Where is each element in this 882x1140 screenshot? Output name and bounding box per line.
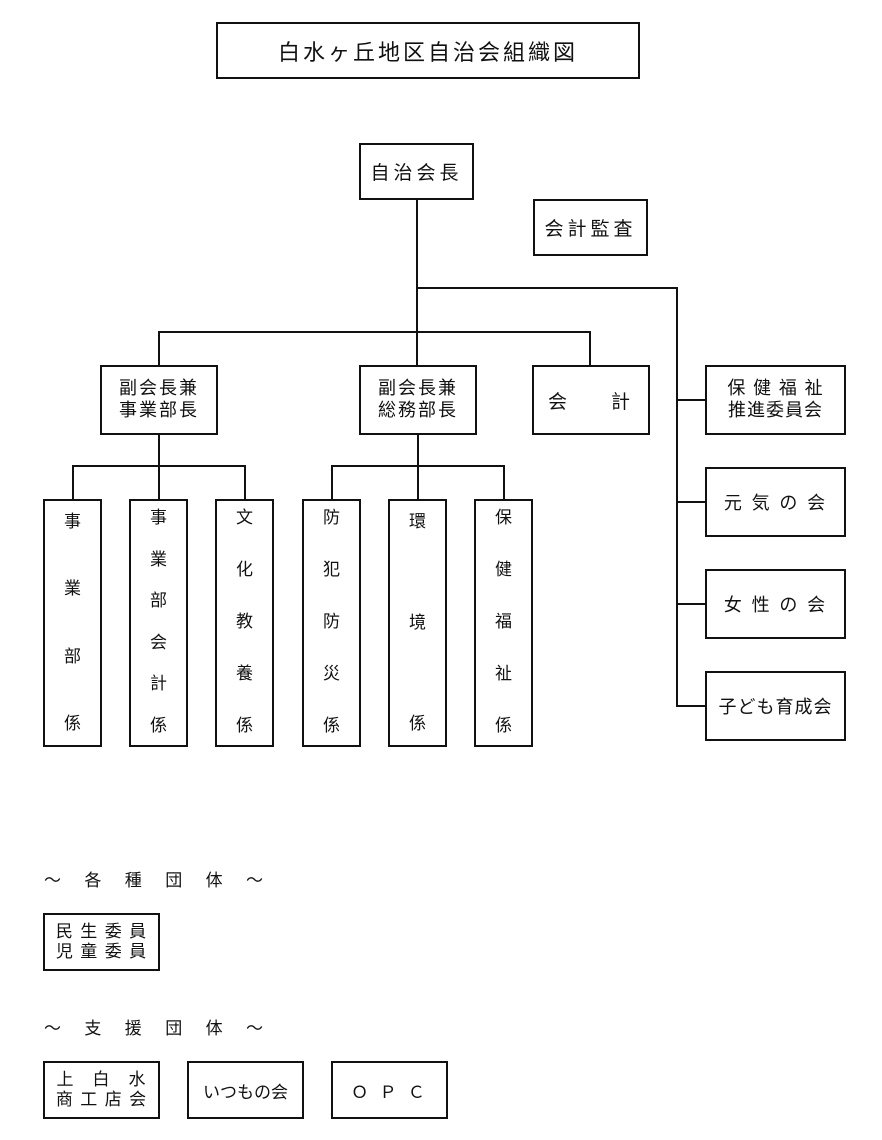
connector-committee-spine (676, 287, 678, 707)
section-business-char: 業 (64, 579, 81, 600)
section-environment-char: 境 (409, 613, 426, 633)
section-environment: 環 境 係 (388, 499, 447, 747)
section-health-welfare-char: 福 (495, 612, 512, 632)
section-crime-disaster-char: 災 (323, 664, 340, 684)
opc-label: Ｏ Ｐ Ｃ (351, 1082, 428, 1103)
section-culture-char: 教 (236, 612, 253, 632)
support-groups-heading: ～ 支 援 団 体 ～ (44, 1019, 273, 1039)
committee-children-label: 子ども育成会 (718, 697, 833, 718)
treasurer-char-2: 計 (610, 390, 634, 413)
vice-general-box: 副会長兼 総務部長 (359, 365, 477, 435)
itsumo-box: いつもの会 (187, 1061, 304, 1119)
connector-general-2 (417, 465, 419, 500)
connector-business-2 (158, 465, 160, 500)
section-crime-disaster-char: 防 (323, 612, 340, 632)
section-health-welfare-char: 健 (495, 560, 512, 580)
committee-welfare-box: 保 健 福 祉 推進委員会 (705, 365, 846, 435)
connector-business-down (158, 435, 160, 466)
connector-vice-bar (158, 331, 591, 333)
section-health-welfare-char: 保 (495, 508, 512, 528)
connector-business-3 (244, 465, 246, 500)
various-groups-heading: ～ 各 種 団 体 ～ (44, 871, 273, 891)
section-business-char: 係 (64, 713, 81, 734)
section-culture-char: 化 (236, 560, 253, 580)
connector-general-1 (331, 465, 333, 500)
committee-welfare-line-2: 推進委員会 (728, 400, 823, 421)
connector-committee-genki (676, 501, 706, 503)
committee-children-box: 子ども育成会 (705, 671, 846, 741)
treasurer-box: 会 計 (532, 365, 650, 435)
connector-general-down (417, 435, 419, 466)
connector-committee-branch-h (416, 287, 677, 289)
connector-committee-women (676, 603, 706, 605)
section-culture-char: 係 (236, 716, 253, 736)
kamishiro-line-1: 上 白 水 (56, 1070, 147, 1090)
section-business-accounting-char: 部 (150, 591, 167, 612)
committee-welfare-line-1: 保 健 福 祉 (727, 378, 824, 399)
committee-women-box: 女 性 の 会 (705, 569, 846, 639)
minsei-line-2: 児 童 委 員 (55, 942, 148, 962)
section-crime-disaster-char: 係 (323, 716, 340, 736)
section-business-accounting-char: 業 (150, 549, 167, 570)
auditor-label: 会計監査 (544, 218, 637, 240)
section-business-char: 部 (64, 646, 81, 667)
vice-business-box: 副会長兼 事業部長 (100, 365, 218, 435)
kamishiro-box: 上 白 水 商 工 店 会 (43, 1061, 160, 1119)
treasurer-char-1: 会 (548, 390, 572, 413)
committee-genki-box: 元 気 の 会 (705, 467, 846, 537)
section-business-accounting: 事 業 部 会 計 係 (129, 499, 188, 747)
section-business: 事 業 部 係 (43, 499, 102, 747)
vice-general-line-1: 副会長兼 (378, 378, 458, 399)
section-crime-disaster-char: 犯 (323, 560, 340, 580)
section-health-welfare: 保 健 福 祉 係 (474, 499, 533, 747)
committee-genki-label: 元 気 の 会 (723, 493, 828, 514)
minsei-line-1: 民 生 委 員 (55, 922, 148, 942)
section-business-char: 事 (64, 512, 81, 532)
minsei-box: 民 生 委 員 児 童 委 員 (43, 913, 160, 971)
section-environment-char: 環 (409, 512, 426, 532)
section-health-welfare-char: 係 (495, 716, 512, 736)
opc-box: Ｏ Ｐ Ｃ (331, 1061, 448, 1119)
vice-business-line-2: 事業部長 (119, 400, 199, 421)
president-box: 自治会長 (359, 143, 474, 200)
connector-treasurer (589, 331, 591, 366)
section-business-accounting-char: 会 (150, 632, 167, 653)
vice-general-line-2: 総務部長 (378, 400, 458, 421)
chart-title-box: 白水ヶ丘地区自治会組織図 (216, 22, 640, 79)
section-environment-char: 係 (409, 714, 426, 734)
connector-general-3 (503, 465, 505, 500)
connector-president-trunk (416, 200, 418, 365)
section-health-welfare-char: 祉 (495, 664, 512, 684)
connector-committee-welfare (676, 399, 706, 401)
connector-vice-business (158, 331, 160, 366)
kamishiro-line-2: 商 工 店 会 (55, 1090, 148, 1110)
vice-business-line-1: 副会長兼 (119, 378, 199, 399)
connector-business-1 (72, 465, 74, 500)
section-culture-char: 文 (236, 508, 253, 528)
connector-committee-children (676, 705, 706, 707)
chart-title: 白水ヶ丘地区自治会組織図 (277, 40, 578, 66)
section-culture: 文 化 教 養 係 (215, 499, 274, 747)
section-business-accounting-char: 係 (150, 715, 167, 736)
section-crime-disaster-char: 防 (323, 508, 340, 528)
section-crime-disaster: 防 犯 防 災 係 (302, 499, 361, 747)
itsumo-label: いつもの会 (203, 1082, 288, 1103)
auditor-box: 会計監査 (533, 199, 648, 256)
section-business-accounting-char: 計 (150, 674, 167, 695)
committee-women-label: 女 性 の 会 (723, 595, 828, 616)
section-business-accounting-char: 事 (150, 508, 167, 528)
president-label: 自治会長 (370, 162, 463, 184)
section-culture-char: 養 (236, 664, 253, 684)
